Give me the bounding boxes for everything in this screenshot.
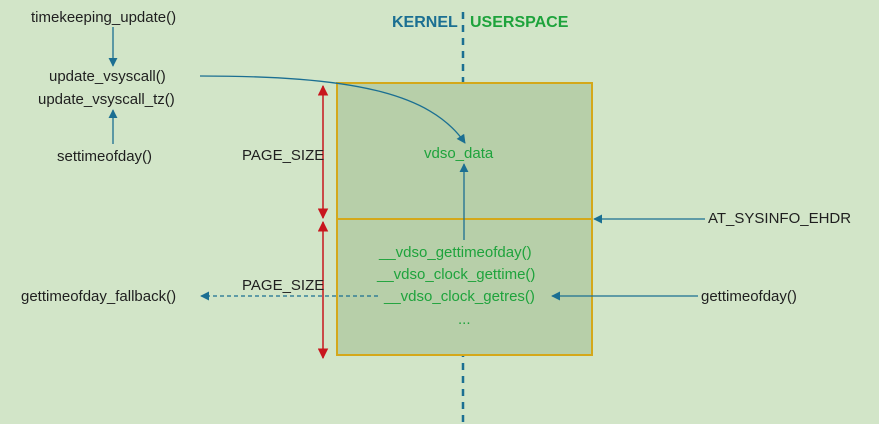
vdso-gettimeofday-label: __vdso_gettimeofday()	[379, 244, 532, 261]
page-size-label-upper: PAGE_SIZE	[242, 147, 325, 164]
userspace-header: USERSPACE	[470, 14, 569, 31]
page-size-label-lower: PAGE_SIZE	[242, 277, 325, 294]
vdso-clock-gettime-label: __vdso_clock_gettime()	[377, 266, 536, 283]
vdso-clock-getres-label: __vdso_clock_getres()	[384, 288, 535, 305]
timekeeping-update-label: timekeeping_update()	[31, 9, 177, 26]
vdso-data-label: vdso_data	[424, 145, 494, 162]
at-sysinfo-ehdr-label: AT_SYSINFO_EHDR	[708, 210, 852, 227]
update-vsyscall-tz-label: update_vsyscall_tz()	[38, 91, 175, 108]
gettimeofday-fallback-label: gettimeofday_fallback()	[21, 288, 177, 305]
arrow-update-to-vdso-data	[199, 75, 466, 144]
settimeofday-label: settimeofday()	[57, 148, 153, 165]
userspace-gettimeofday-label: gettimeofday()	[701, 288, 797, 305]
vdso-more-label: ...	[458, 311, 471, 328]
update-vsyscall-label: update_vsyscall()	[49, 68, 166, 85]
kernel-header: KERNEL	[392, 14, 458, 31]
